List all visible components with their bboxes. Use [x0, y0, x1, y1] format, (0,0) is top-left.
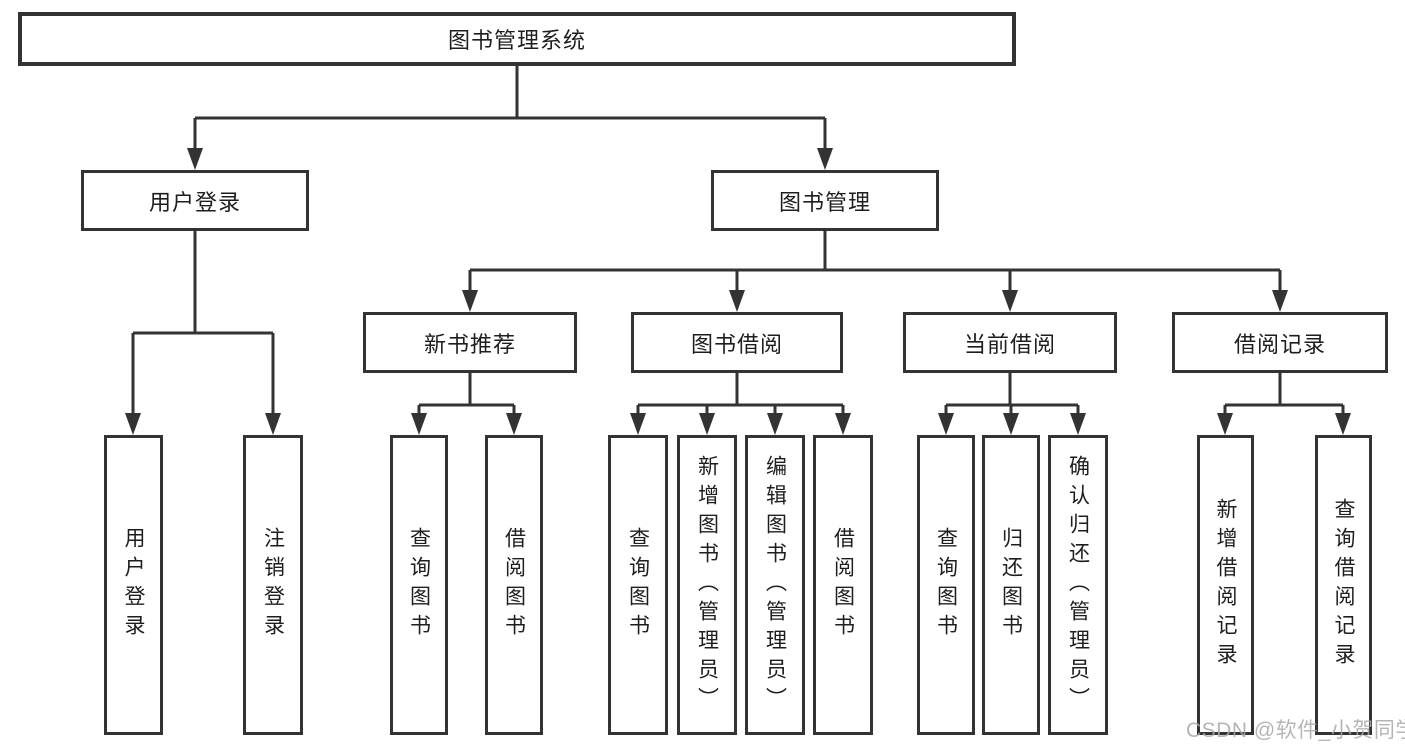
node-new-book-recommend-label: 新书推荐	[423, 331, 516, 357]
arrowhead	[1002, 290, 1018, 312]
arrowhead	[835, 413, 851, 435]
connector-line	[944, 373, 1080, 413]
connector-user-login-children	[125, 231, 281, 435]
connector-line	[131, 231, 275, 413]
node-borrowing-records: 借阅记录	[1172, 312, 1388, 373]
connector-line	[636, 373, 845, 413]
arrowhead	[729, 290, 745, 312]
node-add-books-admin-label: 新增图书（管理员）	[695, 454, 719, 716]
connector-line	[193, 66, 827, 148]
node-current-query-books-label: 查询图书	[934, 527, 958, 643]
node-leaf-logout-label: 注销登录	[261, 527, 285, 643]
arrowhead	[1335, 413, 1351, 435]
arrowhead	[699, 413, 715, 435]
node-library-system-label: 图书管理系统	[447, 28, 586, 53]
node-return-books-label: 归还图书	[999, 527, 1023, 643]
node-confirm-return-admin-label: 确认归还（管理员）	[1066, 454, 1090, 716]
node-leaf-user-login: 用户登录	[104, 435, 163, 735]
node-current-borrowing: 当前借阅	[903, 312, 1117, 373]
node-borrowing-borrow-books-label: 借阅图书	[831, 527, 855, 643]
node-library-system: 图书管理系统	[18, 12, 1016, 66]
connector-line	[468, 231, 1282, 290]
arrowhead	[1070, 413, 1086, 435]
node-edit-books-admin-label: 编辑图书（管理员）	[763, 454, 787, 716]
arrowhead	[1272, 290, 1288, 312]
node-book-borrowing: 图书借阅	[631, 312, 843, 373]
arrowhead	[506, 413, 522, 435]
arrowhead	[630, 413, 646, 435]
connector-root-to-level2	[187, 66, 833, 170]
node-confirm-return-admin: 确认归还（管理员）	[1048, 435, 1108, 735]
node-recommend-borrow-books-label: 借阅图书	[502, 527, 526, 643]
node-current-borrowing-label: 当前借阅	[963, 331, 1056, 357]
node-add-books-admin: 新增图书（管理员）	[677, 435, 737, 735]
arrowhead	[187, 148, 203, 170]
arrowhead	[462, 290, 478, 312]
node-book-management-label: 图书管理	[778, 189, 871, 215]
node-borrowing-query-books-label: 查询图书	[626, 527, 650, 643]
node-book-borrowing-label: 图书借阅	[690, 331, 783, 357]
node-user-login: 用户登录	[81, 170, 309, 231]
node-borrowing-query-books: 查询图书	[608, 435, 668, 735]
arrowhead	[767, 413, 783, 435]
node-new-book-recommend: 新书推荐	[363, 312, 577, 373]
arrowhead	[265, 413, 281, 435]
connector-line	[1223, 373, 1345, 413]
arrowhead	[938, 413, 954, 435]
arrowhead	[411, 413, 427, 435]
arrowhead	[1003, 413, 1019, 435]
node-book-management: 图书管理	[711, 170, 939, 231]
node-add-borrow-record-label: 新增借阅记录	[1214, 498, 1237, 672]
arrowhead	[817, 148, 833, 170]
connector-borrow-record-children	[1217, 373, 1351, 435]
node-edit-books-admin: 编辑图书（管理员）	[745, 435, 805, 735]
node-add-borrow-record: 新增借阅记录	[1197, 435, 1254, 735]
node-recommend-borrow-books: 借阅图书	[485, 435, 543, 735]
node-query-borrow-record: 查询借阅记录	[1315, 435, 1372, 735]
node-borrowing-borrow-books: 借阅图书	[813, 435, 873, 735]
node-recommend-query-books-label: 查询图书	[407, 527, 431, 643]
node-leaf-user-login-label: 用户登录	[122, 527, 145, 643]
node-recommend-query-books: 查询图书	[390, 435, 448, 735]
watermark-text: CSDN @软件_小贺同学	[1186, 719, 1405, 742]
arrowhead	[125, 413, 141, 435]
node-current-query-books: 查询图书	[917, 435, 975, 735]
node-return-books: 归还图书	[982, 435, 1040, 735]
node-user-login-label: 用户登录	[148, 189, 241, 215]
connector-current-borrow-children	[938, 373, 1086, 435]
connector-new-book-children	[411, 373, 522, 435]
connector-line	[417, 373, 516, 413]
arrowhead	[1217, 413, 1233, 435]
node-query-borrow-record-label: 查询借阅记录	[1332, 498, 1355, 672]
node-borrowing-records-label: 借阅记录	[1233, 331, 1326, 357]
connector-book-mgmt-to-level3	[462, 231, 1288, 312]
node-leaf-logout: 注销登录	[243, 435, 303, 735]
connector-book-borrow-children	[630, 373, 851, 435]
